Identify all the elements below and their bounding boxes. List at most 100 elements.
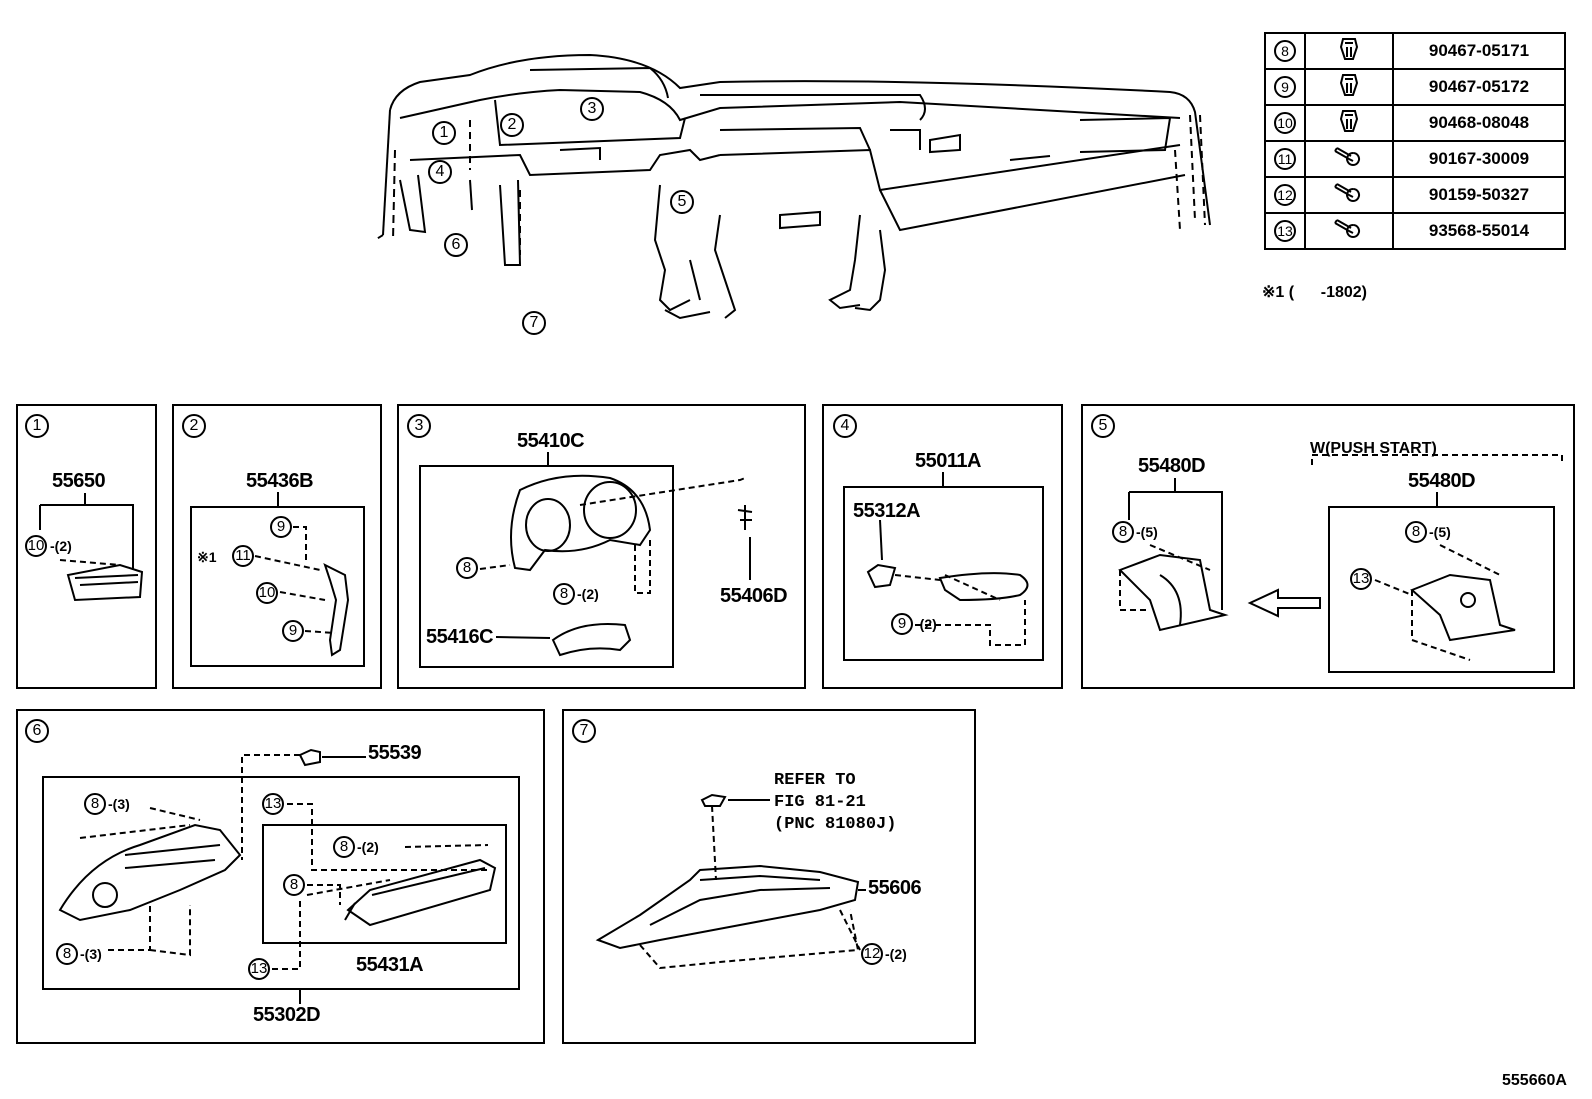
fastener-part-number: 90468-08048: [1392, 104, 1566, 142]
fastener-ref: 8: [1264, 32, 1306, 70]
clip-icon: [1304, 68, 1394, 106]
pnc-55436B: 55436B: [246, 470, 314, 492]
fastener-callout-8-a: 8: [84, 793, 106, 815]
fastener-qty: -(2): [50, 538, 72, 554]
clip-icon: [1304, 32, 1394, 70]
fastener-callout-13-bottom: 13: [248, 958, 270, 980]
screw-icon: [1334, 146, 1361, 166]
overview-callout-3: 3: [580, 97, 604, 121]
screw-icon: [1304, 140, 1394, 178]
overview-callout-7: 7: [522, 311, 546, 335]
fastener-callout-8-left: 8: [1112, 521, 1134, 543]
overview-callout-5: 5: [670, 190, 694, 214]
fastener-ref: 11: [1264, 140, 1306, 178]
fastener-qty: -(2): [357, 839, 379, 855]
fastener-callout-10: 10: [256, 582, 278, 604]
panel-6-number: 6: [25, 719, 49, 743]
screw-icon: [1334, 182, 1361, 202]
pnc-55480D-left: 55480D: [1138, 455, 1206, 477]
fastener-callout-8-left: 8: [456, 557, 478, 579]
panel-2: [172, 404, 382, 689]
panel-1-number: 1: [25, 414, 49, 438]
clip-icon: [1339, 37, 1359, 60]
fastener-callout-9: 9: [891, 613, 913, 635]
pnc-55539: 55539: [368, 742, 422, 764]
panel-5-number: 5: [1091, 414, 1115, 438]
panel-5-inner: [1328, 506, 1555, 673]
panel-2-inner: [190, 506, 365, 667]
panel-3: [397, 404, 806, 689]
fastener-ref-circle: 10: [1274, 112, 1296, 134]
fastener-row: 10 90468-08048: [1264, 104, 1566, 142]
pnc-55606: 55606: [868, 877, 922, 899]
pnc-55480D-right: 55480D: [1408, 470, 1476, 492]
fastener-row: 9 90467-05172: [1264, 68, 1566, 106]
screw-icon: [1304, 176, 1394, 214]
panel-6-inner-outer: [42, 776, 520, 990]
fastener-ref-circle: 12: [1274, 184, 1296, 206]
fastener-ref-circle: 9: [1274, 76, 1296, 98]
panel-3-inner: [419, 465, 674, 668]
fastener-callout-13-top: 13: [262, 793, 284, 815]
fastener-table: 8 90467-05171 9 90467-05172 10 90468-08048 11 9…: [1264, 32, 1566, 250]
panel-7: [562, 709, 976, 1044]
fastener-callout-11: 11: [232, 545, 254, 567]
panel-4-inner: [843, 486, 1044, 661]
fastener-callout-9-top: 9: [270, 516, 292, 538]
production-note: ※1 ( -1802): [1262, 284, 1367, 301]
fastener-callout-8-b: 8: [56, 943, 78, 965]
cross-reference-text: REFER TO FIG 81-21 (PNC 81080J): [774, 771, 897, 834]
overview-callout-6: 6: [444, 233, 468, 257]
fastener-ref: 12: [1264, 176, 1306, 214]
condition-label: W(PUSH START): [1310, 440, 1437, 457]
fastener-row: 11 90167-30009: [1264, 140, 1566, 178]
fastener-callout-10: 10: [25, 535, 47, 557]
pnc-55011A: 55011A: [915, 450, 981, 472]
fastener-row: 8 90467-05171: [1264, 32, 1566, 70]
fastener-qty: -(5): [1136, 524, 1158, 540]
fastener-part-number: 90467-05172: [1392, 68, 1566, 106]
fastener-callout-8-right: 8: [1405, 521, 1427, 543]
clip-icon: [1304, 104, 1394, 142]
fastener-ref-circle: 8: [1274, 40, 1296, 62]
panel-2-number: 2: [182, 414, 206, 438]
fastener-callout-9-bottom: 9: [282, 620, 304, 642]
fastener-qty: -(3): [80, 946, 102, 962]
fastener-part-number: 90467-05171: [1392, 32, 1566, 70]
fastener-qty: -(2): [885, 946, 907, 962]
fastener-qty: -(2): [577, 586, 599, 602]
overview-callout-1: 1: [432, 121, 456, 145]
fastener-ref: 10: [1264, 104, 1306, 142]
fastener-part-number: 93568-55014: [1392, 212, 1566, 250]
panel-1: [16, 404, 157, 689]
screw-icon: [1304, 212, 1394, 250]
fastener-row: 13 93568-55014: [1264, 212, 1566, 250]
pnc-55406D: 55406D: [720, 585, 788, 607]
panel-6: [16, 709, 545, 1044]
fastener-callout-8-d: 8: [283, 874, 305, 896]
fastener-row: 12 90159-50327: [1264, 176, 1566, 214]
drawing-id: 555660A: [1502, 1072, 1567, 1089]
clip-icon: [1339, 109, 1359, 132]
fastener-callout-13: 13: [1350, 568, 1372, 590]
fastener-qty: -(3): [108, 796, 130, 812]
pnc-55410C: 55410C: [517, 430, 585, 452]
fastener-callout-8-right: 8: [553, 583, 575, 605]
pnc-55416C: 55416C: [426, 626, 494, 648]
pnc-55431A: 55431A: [356, 954, 424, 976]
panel-5: [1081, 404, 1575, 689]
panel-4-number: 4: [833, 414, 857, 438]
panel-3-number: 3: [407, 414, 431, 438]
fastener-callout-8-c: 8: [333, 836, 355, 858]
fastener-ref-circle: 13: [1274, 220, 1296, 242]
fastener-part-number: 90167-30009: [1392, 140, 1566, 178]
fastener-ref-circle: 11: [1274, 148, 1296, 170]
fastener-part-number: 90159-50327: [1392, 176, 1566, 214]
